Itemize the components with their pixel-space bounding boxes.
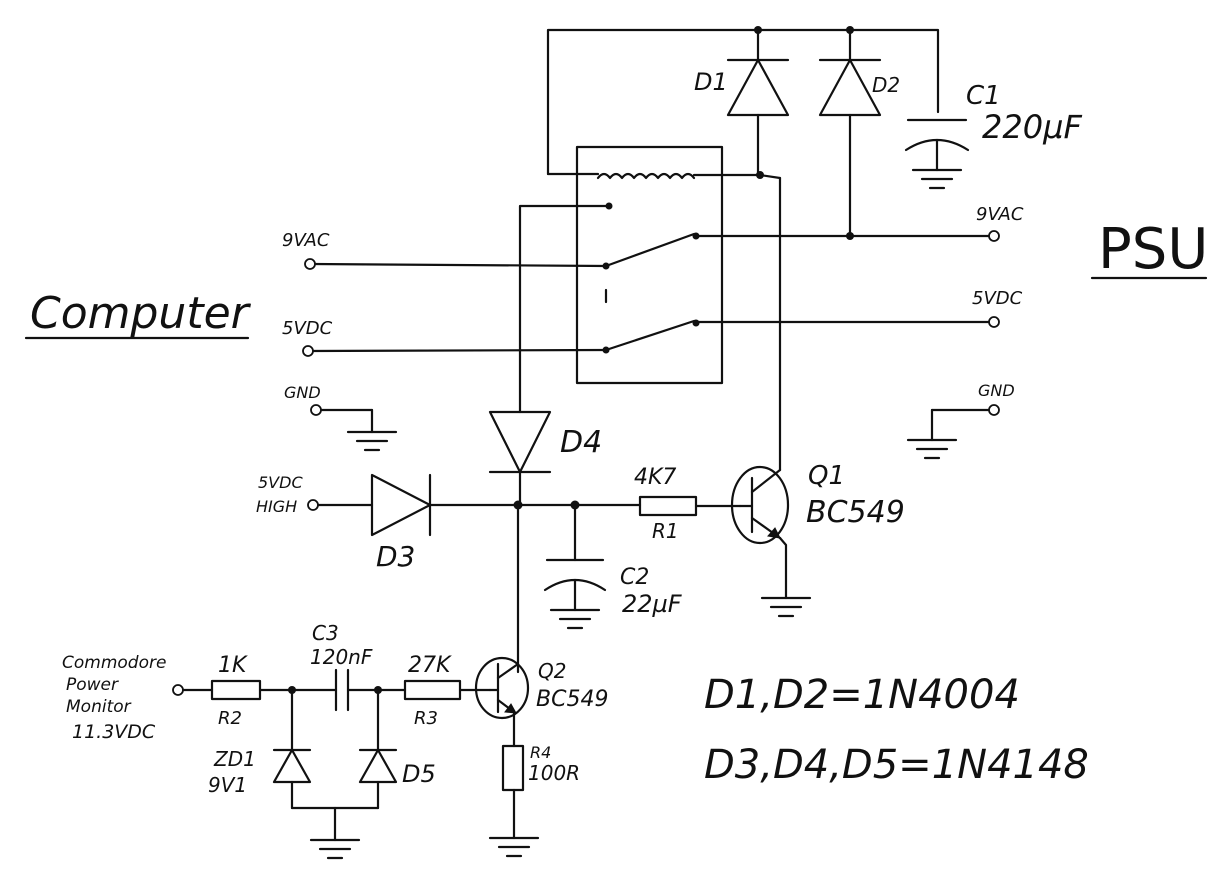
terminal-5vdc-high [307, 499, 319, 511]
r2-name-label: R2 [218, 708, 242, 729]
capacitor-c1 [904, 118, 970, 190]
right-gnd-label: GND [978, 381, 1015, 400]
d3-label: D3 [376, 540, 415, 573]
c2-name-label: C2 [620, 565, 649, 590]
computer-label: Computer [30, 288, 252, 339]
right-5vdc-label: 5VDC [972, 288, 1023, 309]
monitor-label-line3: Monitor [66, 697, 132, 717]
left-gnd-label: GND [284, 383, 321, 402]
terminal-right-9vac [694, 230, 1000, 242]
relay-switch-9vac [604, 232, 696, 268]
r1-name-label: R1 [652, 519, 679, 543]
transistor-q2 [474, 656, 530, 748]
diode-d2 [818, 28, 882, 240]
ground-symbol [911, 168, 963, 190]
terminal-right-5vdc [694, 316, 1000, 328]
r3-value-label: 27K [408, 653, 452, 678]
resistor-r2 [210, 679, 262, 701]
diode-d4 [488, 204, 611, 507]
r4-name-label: R4 [530, 743, 551, 762]
r2-value-label: 1K [218, 653, 248, 678]
high-label-line1: 5VDC [258, 473, 303, 492]
resistor-r4 [488, 744, 540, 858]
c3-value-label: 120nF [310, 645, 373, 669]
high-label-line2: HIGH [256, 497, 297, 516]
q2-name-label: Q2 [538, 659, 566, 683]
r1-value-label: 4K7 [634, 465, 676, 490]
zd1-name-label: ZD1 [213, 747, 256, 771]
relay-coil [596, 172, 696, 180]
d1-label: D1 [694, 68, 728, 96]
diode-d3 [307, 473, 432, 537]
d5-label: D5 [402, 760, 436, 788]
q1-type-label: BC549 [806, 495, 905, 530]
capacitor-c2 [543, 503, 607, 630]
d2-label: D2 [872, 73, 900, 97]
capacitor-c3 [334, 668, 350, 712]
zd1-value-label: 9V1 [208, 773, 247, 797]
terminal-left-gnd [310, 404, 398, 452]
c1-value-label: 220µF [982, 108, 1082, 146]
terminal-left-5vdc [302, 345, 608, 357]
resistor-r3 [403, 679, 462, 701]
r3-name-label: R3 [414, 708, 438, 729]
resistor-r1 [638, 495, 742, 517]
right-9vac-label: 9VAC [976, 204, 1024, 225]
q2-type-label: BC549 [536, 687, 608, 712]
c1-name-label: C1 [966, 81, 1001, 111]
terminal-right-gnd [906, 404, 1000, 460]
parts-note-line1: D1,D2=1N4004 [704, 672, 1020, 718]
r4-value-label: 100R [528, 761, 580, 785]
left-9vac-label: 9VAC [282, 230, 330, 251]
d4-label: D4 [560, 425, 602, 460]
psu-label: PSU [1098, 217, 1208, 282]
parts-note-line2: D3,D4,D5=1N4148 [704, 742, 1089, 788]
diode-d5 [358, 688, 398, 810]
monitor-label-line4: 11.3VDC [72, 721, 156, 743]
c3-name-label: C3 [312, 621, 339, 645]
c2-value-label: 22µF [622, 590, 683, 618]
zener-zd1 [272, 688, 312, 810]
relay-switch-5vdc [604, 319, 696, 352]
q1-name-label: Q1 [808, 461, 845, 491]
terminal-left-9vac [304, 258, 608, 270]
diode-d1 [726, 28, 790, 179]
left-5vdc-label: 5VDC [282, 318, 333, 339]
monitor-label-line2: Power [66, 675, 119, 695]
monitor-label-line1: Commodore [62, 653, 166, 673]
terminal-monitor-input [172, 684, 184, 696]
transistor-q1 [730, 465, 812, 618]
